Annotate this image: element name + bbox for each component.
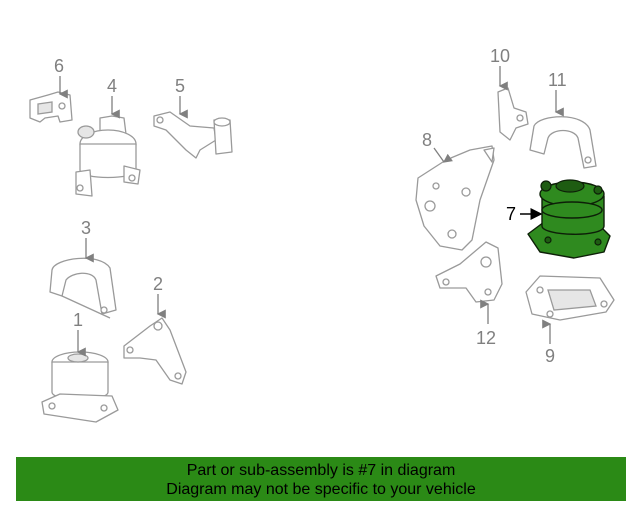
- part-6-bracket[interactable]: [29, 91, 73, 123]
- callout-3: 3: [81, 218, 91, 238]
- parts-diagram: 6 4 5 3 1 2 10 11 8 7 12 9: [29, 46, 615, 423]
- info-banner: Part or sub-assembly is #7 in diagram Di…: [16, 457, 626, 501]
- callout-labels: 6 4 5 3 1 2 10 11 8 7 12 9: [54, 46, 567, 366]
- callout-6: 6: [54, 56, 64, 76]
- part-5-stay[interactable]: [153, 111, 233, 159]
- part-8-bracket[interactable]: [415, 145, 495, 251]
- callout-leaders: [58, 66, 564, 357]
- callout-4: 4: [107, 76, 117, 96]
- part-10-plate[interactable]: [497, 87, 529, 141]
- part-7-mount-highlighted[interactable]: [527, 179, 611, 259]
- part-11-bracket[interactable]: [529, 116, 597, 169]
- part-4-engine-mount[interactable]: [75, 115, 141, 197]
- callout-1: 1: [73, 310, 83, 330]
- part-12-bracket[interactable]: [435, 241, 503, 303]
- callout-2: 2: [153, 274, 163, 294]
- callout-9: 9: [545, 346, 555, 366]
- part-3-bracket[interactable]: [49, 257, 117, 319]
- part-1-engine-mount[interactable]: [41, 351, 119, 423]
- part-2-bracket[interactable]: [123, 317, 187, 385]
- callout-5: 5: [175, 76, 185, 96]
- callout-12: 12: [476, 328, 496, 348]
- callout-11: 11: [548, 70, 567, 90]
- callout-8: 8: [422, 130, 432, 150]
- part-9-plate[interactable]: [525, 275, 615, 321]
- callout-10: 10: [490, 46, 510, 66]
- callout-7: 7: [506, 204, 516, 224]
- banner-line-2: Diagram may not be specific to your vehi…: [166, 481, 476, 498]
- banner-line-1: Part or sub-assembly is #7 in diagram: [186, 462, 456, 479]
